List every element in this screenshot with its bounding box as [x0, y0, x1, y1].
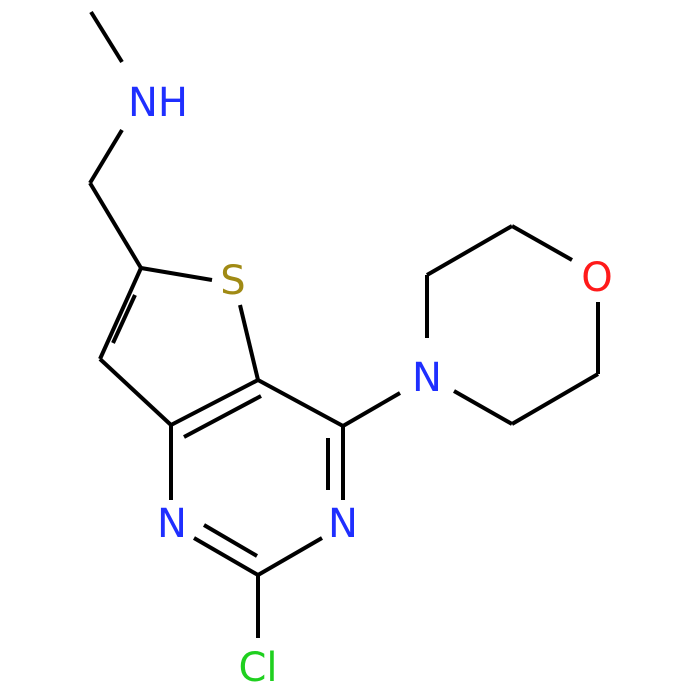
atom-label-n3: N: [328, 501, 358, 547]
bond-c6-c7-double: [111, 294, 137, 344]
bond-n3-c2: [256, 536, 324, 577]
bond-c7-c7b: [98, 357, 173, 427]
bonds: [88, 10, 600, 638]
atom-label-nh: NH: [128, 80, 188, 126]
atom-label-s: S: [220, 258, 245, 304]
bond-ca-cb: [426, 224, 513, 277]
bond-c6-s: [140, 266, 213, 282]
atom-label-o: O: [581, 255, 612, 301]
bond-c6-c7: [98, 267, 143, 360]
bond-cd-nmorph: [453, 389, 513, 426]
atom-label-n1: N: [157, 501, 187, 547]
atom-labels: NH S O N N N Cl: [128, 80, 613, 691]
bond-c2-n1: [192, 536, 260, 577]
bond-ch2-c6: [88, 181, 143, 270]
bond-c7b-c7a: [170, 378, 259, 427]
bond-c4-nmorph: [341, 391, 402, 428]
bond-s-c7a: [238, 304, 260, 381]
bond-nh-ch2: [88, 128, 124, 185]
atom-label-n-morpholine: N: [412, 355, 442, 401]
atom-label-cl: Cl: [238, 645, 277, 691]
bond-c7b-c7a-double: [183, 394, 262, 439]
bond-cc-cd: [510, 372, 600, 426]
bond-c7a-c4: [257, 378, 344, 428]
bond-cb-o: [511, 224, 573, 262]
bond-c2-n1-double: [202, 523, 259, 558]
bond-methyl-nh: [89, 10, 124, 64]
